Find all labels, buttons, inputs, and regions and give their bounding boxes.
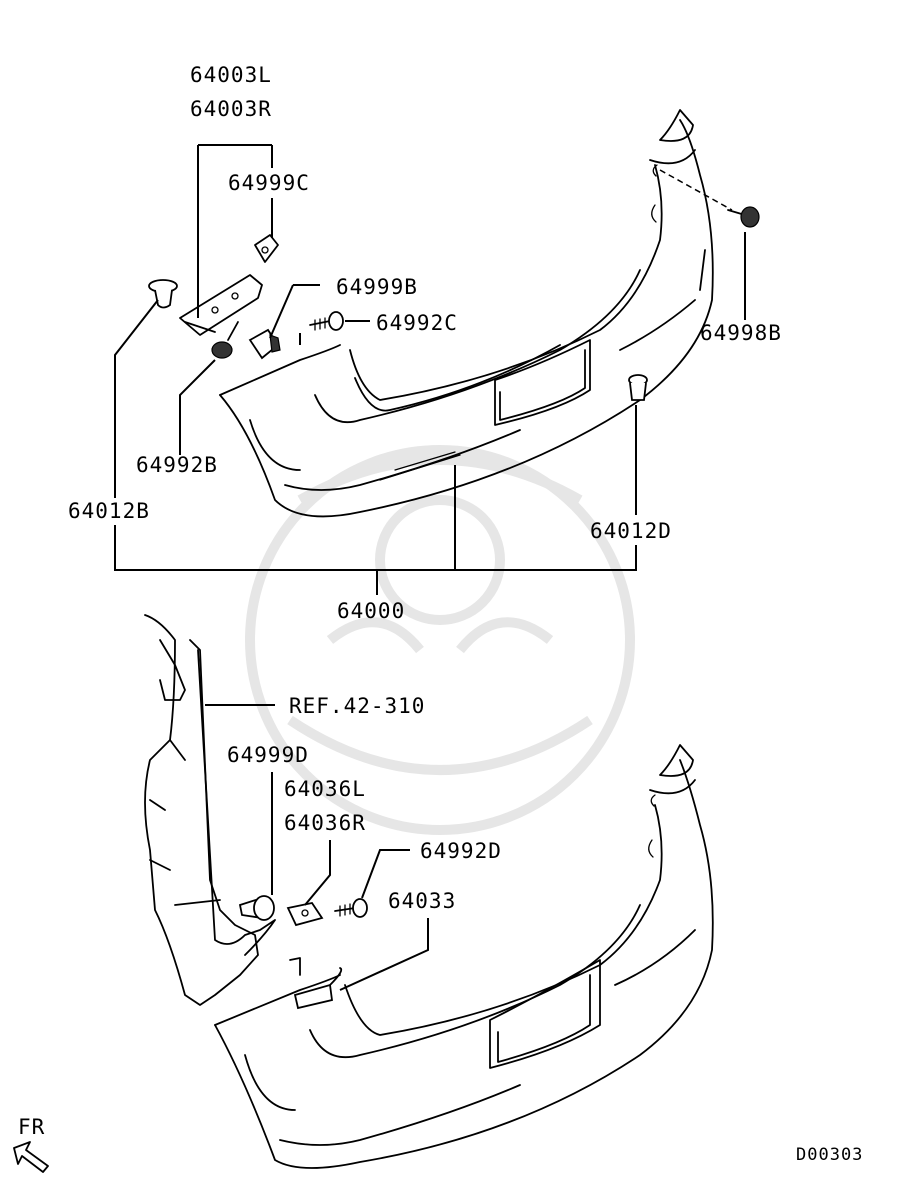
screw-64992d [334,898,368,918]
side-bracket-upper [179,234,279,336]
lower-bumper-cover [214,744,714,1169]
label-64000: 64000 [337,599,405,623]
clip-64999b [248,328,281,360]
screw-64992c [309,311,344,331]
bolt-64998b [727,206,760,228]
front-arrow-icon [13,1141,49,1173]
label-64036l: 64036L [284,777,366,801]
quarter-panel-ref [144,614,276,1006]
upper-leader-lines [114,144,746,595]
label-64003r: 64003R [190,97,272,121]
retainer-64033 [289,957,333,1010]
label-fr: FR [18,1115,45,1139]
label-64999c: 64999C [228,171,310,195]
label-ref-42-310: REF.42-310 [289,694,425,718]
label-64036r: 64036R [284,811,366,835]
clip-64012b [148,279,178,309]
watermark-emblem [245,445,635,835]
label-64992c: 64992C [376,311,458,335]
screw-64992b [211,321,239,359]
label-64998b: 64998B [700,321,782,345]
diagram-code: D00303 [796,1145,863,1165]
label-64033: 64033 [388,889,456,913]
label-64999d: 64999D [227,743,309,767]
nut-64036 [286,901,324,927]
label-64012d: 64012D [590,519,672,543]
upper-bumper-cover [219,109,714,518]
label-64999b: 64999B [336,275,418,299]
clip-64999d [238,895,275,921]
lower-leader-lines [205,704,429,991]
label-64012b: 64012B [68,499,150,523]
label-64992b: 64992B [136,453,218,477]
label-64003l: 64003L [190,63,272,87]
clip-64012d [628,374,648,401]
label-64992d: 64992D [420,839,502,863]
